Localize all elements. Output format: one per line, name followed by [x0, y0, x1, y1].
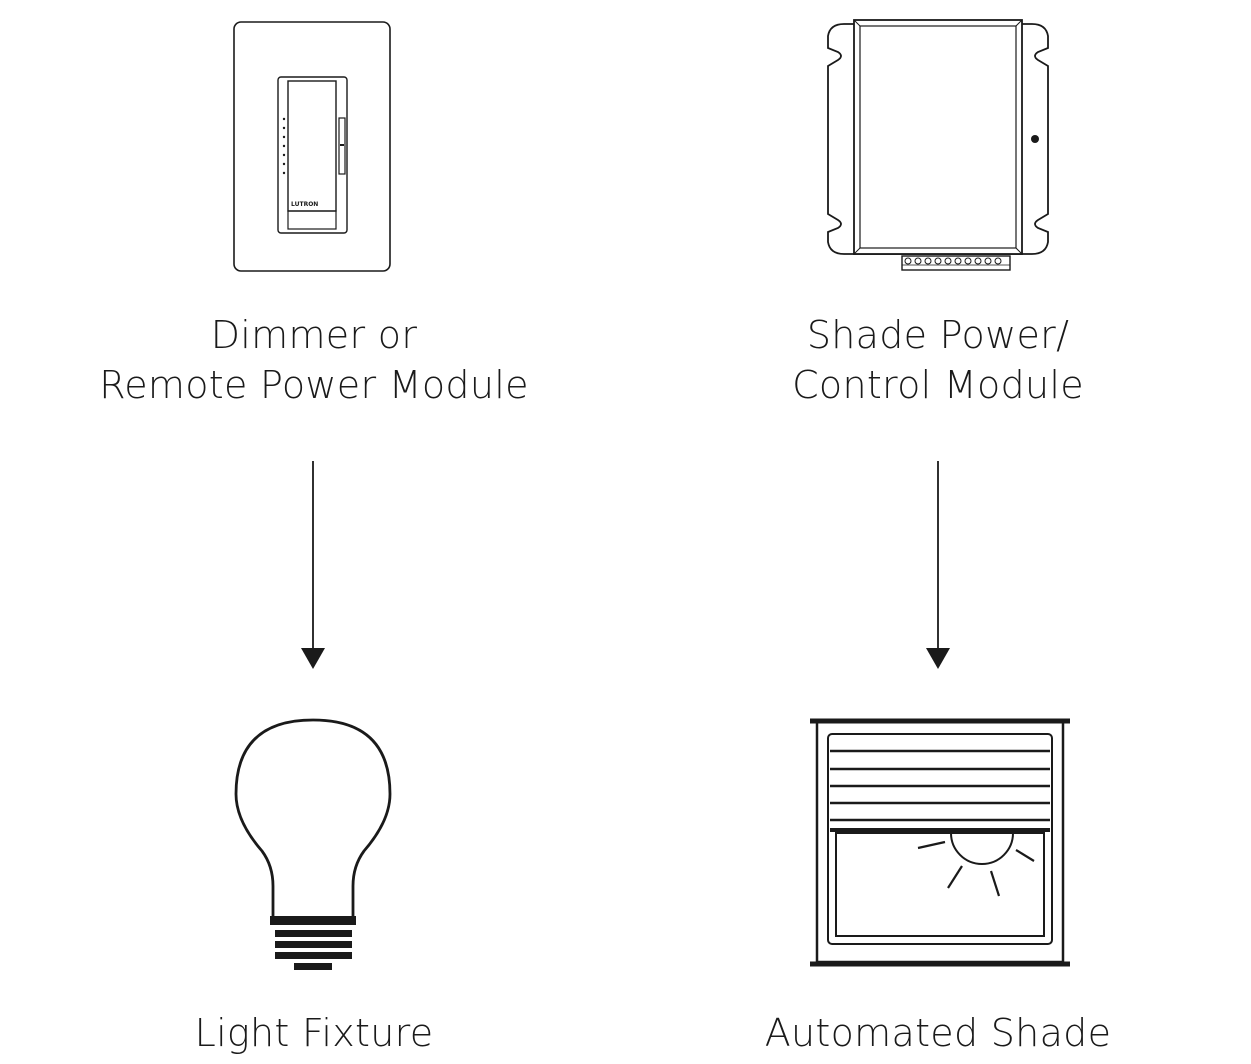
shade-slats	[830, 749, 1050, 822]
sun-rays	[917, 840, 1035, 897]
automated-shade-label: Automated Shade	[764, 1011, 1112, 1055]
dimmer-brand-mark: LUTRON	[291, 201, 318, 208]
light-fixture-label: Light Fixture	[194, 1011, 434, 1055]
shade-module-label: Shade Power/ Control Module	[792, 313, 1084, 407]
dimmer-label: Dimmer or Remote Power Module	[99, 313, 529, 407]
arrow-down-left	[301, 461, 325, 669]
wall-dimmer-icon: LUTRON	[233, 21, 391, 272]
arrow-down-right	[926, 461, 950, 669]
terminal-screws	[904, 257, 1002, 265]
shade-power-module-icon	[827, 19, 1049, 271]
dimmer-led-dots	[282, 117, 286, 175]
light-bulb-icon	[234, 718, 392, 970]
automated-shade-icon	[810, 718, 1070, 967]
